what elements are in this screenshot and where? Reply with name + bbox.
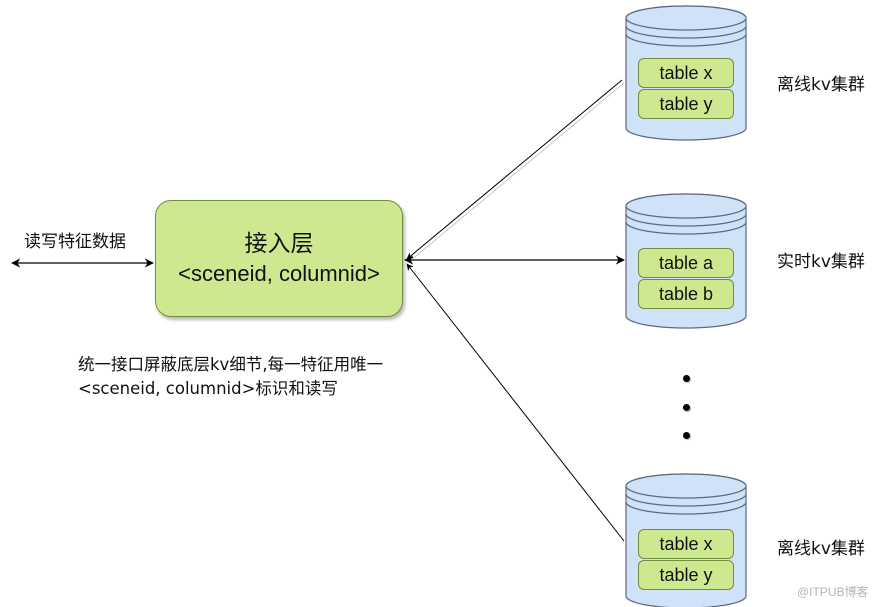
cylinder-ring [625,33,747,47]
table-cell: table x [638,529,734,559]
connector-offline-cluster-1 [406,79,623,260]
cylinder-top [625,5,747,31]
read-write-label: 读写特征数据 [24,232,126,252]
table-cell: table x [638,58,734,88]
description-line-2: <sceneid, columnid>标识和读写 [78,379,338,398]
cylinder-ring [625,213,747,227]
description-line-1: 统一接口屏蔽底层kv细节,每一特征用唯一 [78,355,384,374]
ellipsis-dot [683,375,690,382]
watermark: @ITPUB博客 [797,585,869,599]
ellipsis-dot [683,404,690,411]
access-layer-box: 接入层 <sceneid, columnid> [155,200,403,317]
cluster-label-offline-2: 离线kv集群 [777,539,865,559]
table-cell: table y [638,89,734,119]
ellipsis-dot [683,432,690,439]
description: 统一接口屏蔽底层kv细节,每一特征用唯一 <sceneid, columnid>… [78,353,383,401]
cylinder-top [625,473,747,499]
cylinder-top [625,193,747,219]
cylinder-ring [625,501,747,515]
connector-offline-cluster-2 [406,263,625,542]
access-layer-key: <sceneid, columnid> [178,260,380,286]
cylinder-ring [625,25,747,39]
cylinder-ring [625,493,747,507]
access-layer-title: 接入层 [244,230,314,257]
cylinder-ring [625,221,747,235]
table-cell: table y [638,560,734,590]
cluster-label-realtime: 实时kv集群 [777,252,865,272]
table-cell: table a [638,248,734,278]
connector-shadow [409,82,625,262]
table-cell: table b [638,279,734,309]
cluster-label-offline-1: 离线kv集群 [777,75,865,95]
